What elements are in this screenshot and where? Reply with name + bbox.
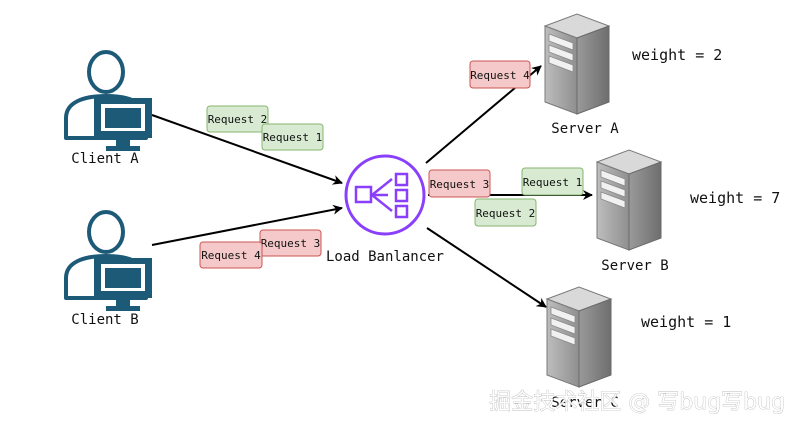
request-tag: Request 2	[206, 105, 269, 133]
server-a-weight: weight = 2	[632, 46, 722, 64]
load-balancer-label: Load Banlancer	[326, 249, 444, 265]
server-b-label: Server B	[601, 258, 668, 274]
watermark-text: 掘金技术社区 @ 写bug写bug	[489, 390, 785, 415]
client-b: Client B	[64, 210, 154, 328]
server-b-weight: weight = 7	[690, 189, 780, 207]
client-computer-icon	[64, 210, 154, 313]
server-icon	[596, 149, 662, 251]
arrow-client-b-to-lb	[151, 204, 343, 246]
svg-text:Request 2: Request 2	[208, 113, 268, 126]
client-a-label: Client A	[71, 151, 139, 167]
svg-text:Request 4: Request 4	[201, 249, 261, 262]
request-tag: Request 3	[428, 169, 491, 198]
svg-text:Request 4: Request 4	[470, 69, 530, 82]
server-c: Server C weight = 1	[546, 286, 731, 411]
server-icon	[546, 286, 612, 388]
request-tag: Request 1	[521, 167, 584, 196]
request-tag: Request 2	[474, 198, 537, 227]
server-icon	[544, 13, 610, 115]
server-a: Server A weight = 2	[544, 13, 722, 137]
svg-text:Request 2: Request 2	[476, 207, 536, 220]
client-a: Client A	[64, 50, 154, 167]
svg-text:Request 3: Request 3	[430, 178, 490, 191]
request-tag: Request 1	[261, 123, 324, 151]
server-b: Server B weight = 7	[596, 149, 780, 274]
arrow-client-a-to-lb	[151, 114, 343, 185]
request-tag: Request 3	[259, 229, 322, 257]
client-b-label: Client B	[71, 312, 138, 328]
server-c-weight: weight = 1	[641, 313, 731, 331]
arrow-lb-to-server-c	[426, 227, 547, 308]
server-c-label: Server C	[551, 395, 618, 411]
server-a-label: Server A	[551, 121, 619, 137]
svg-text:Request 1: Request 1	[523, 176, 583, 189]
client-computer-icon	[64, 50, 154, 153]
request-tag: Request 4	[469, 60, 531, 89]
svg-text:Request 1: Request 1	[263, 131, 323, 144]
svg-text:Request 3: Request 3	[261, 237, 321, 250]
load-balancer: Load Banlancer	[326, 154, 444, 265]
request-tag: Request 4	[199, 241, 263, 269]
load-balancer-icon	[344, 154, 426, 236]
